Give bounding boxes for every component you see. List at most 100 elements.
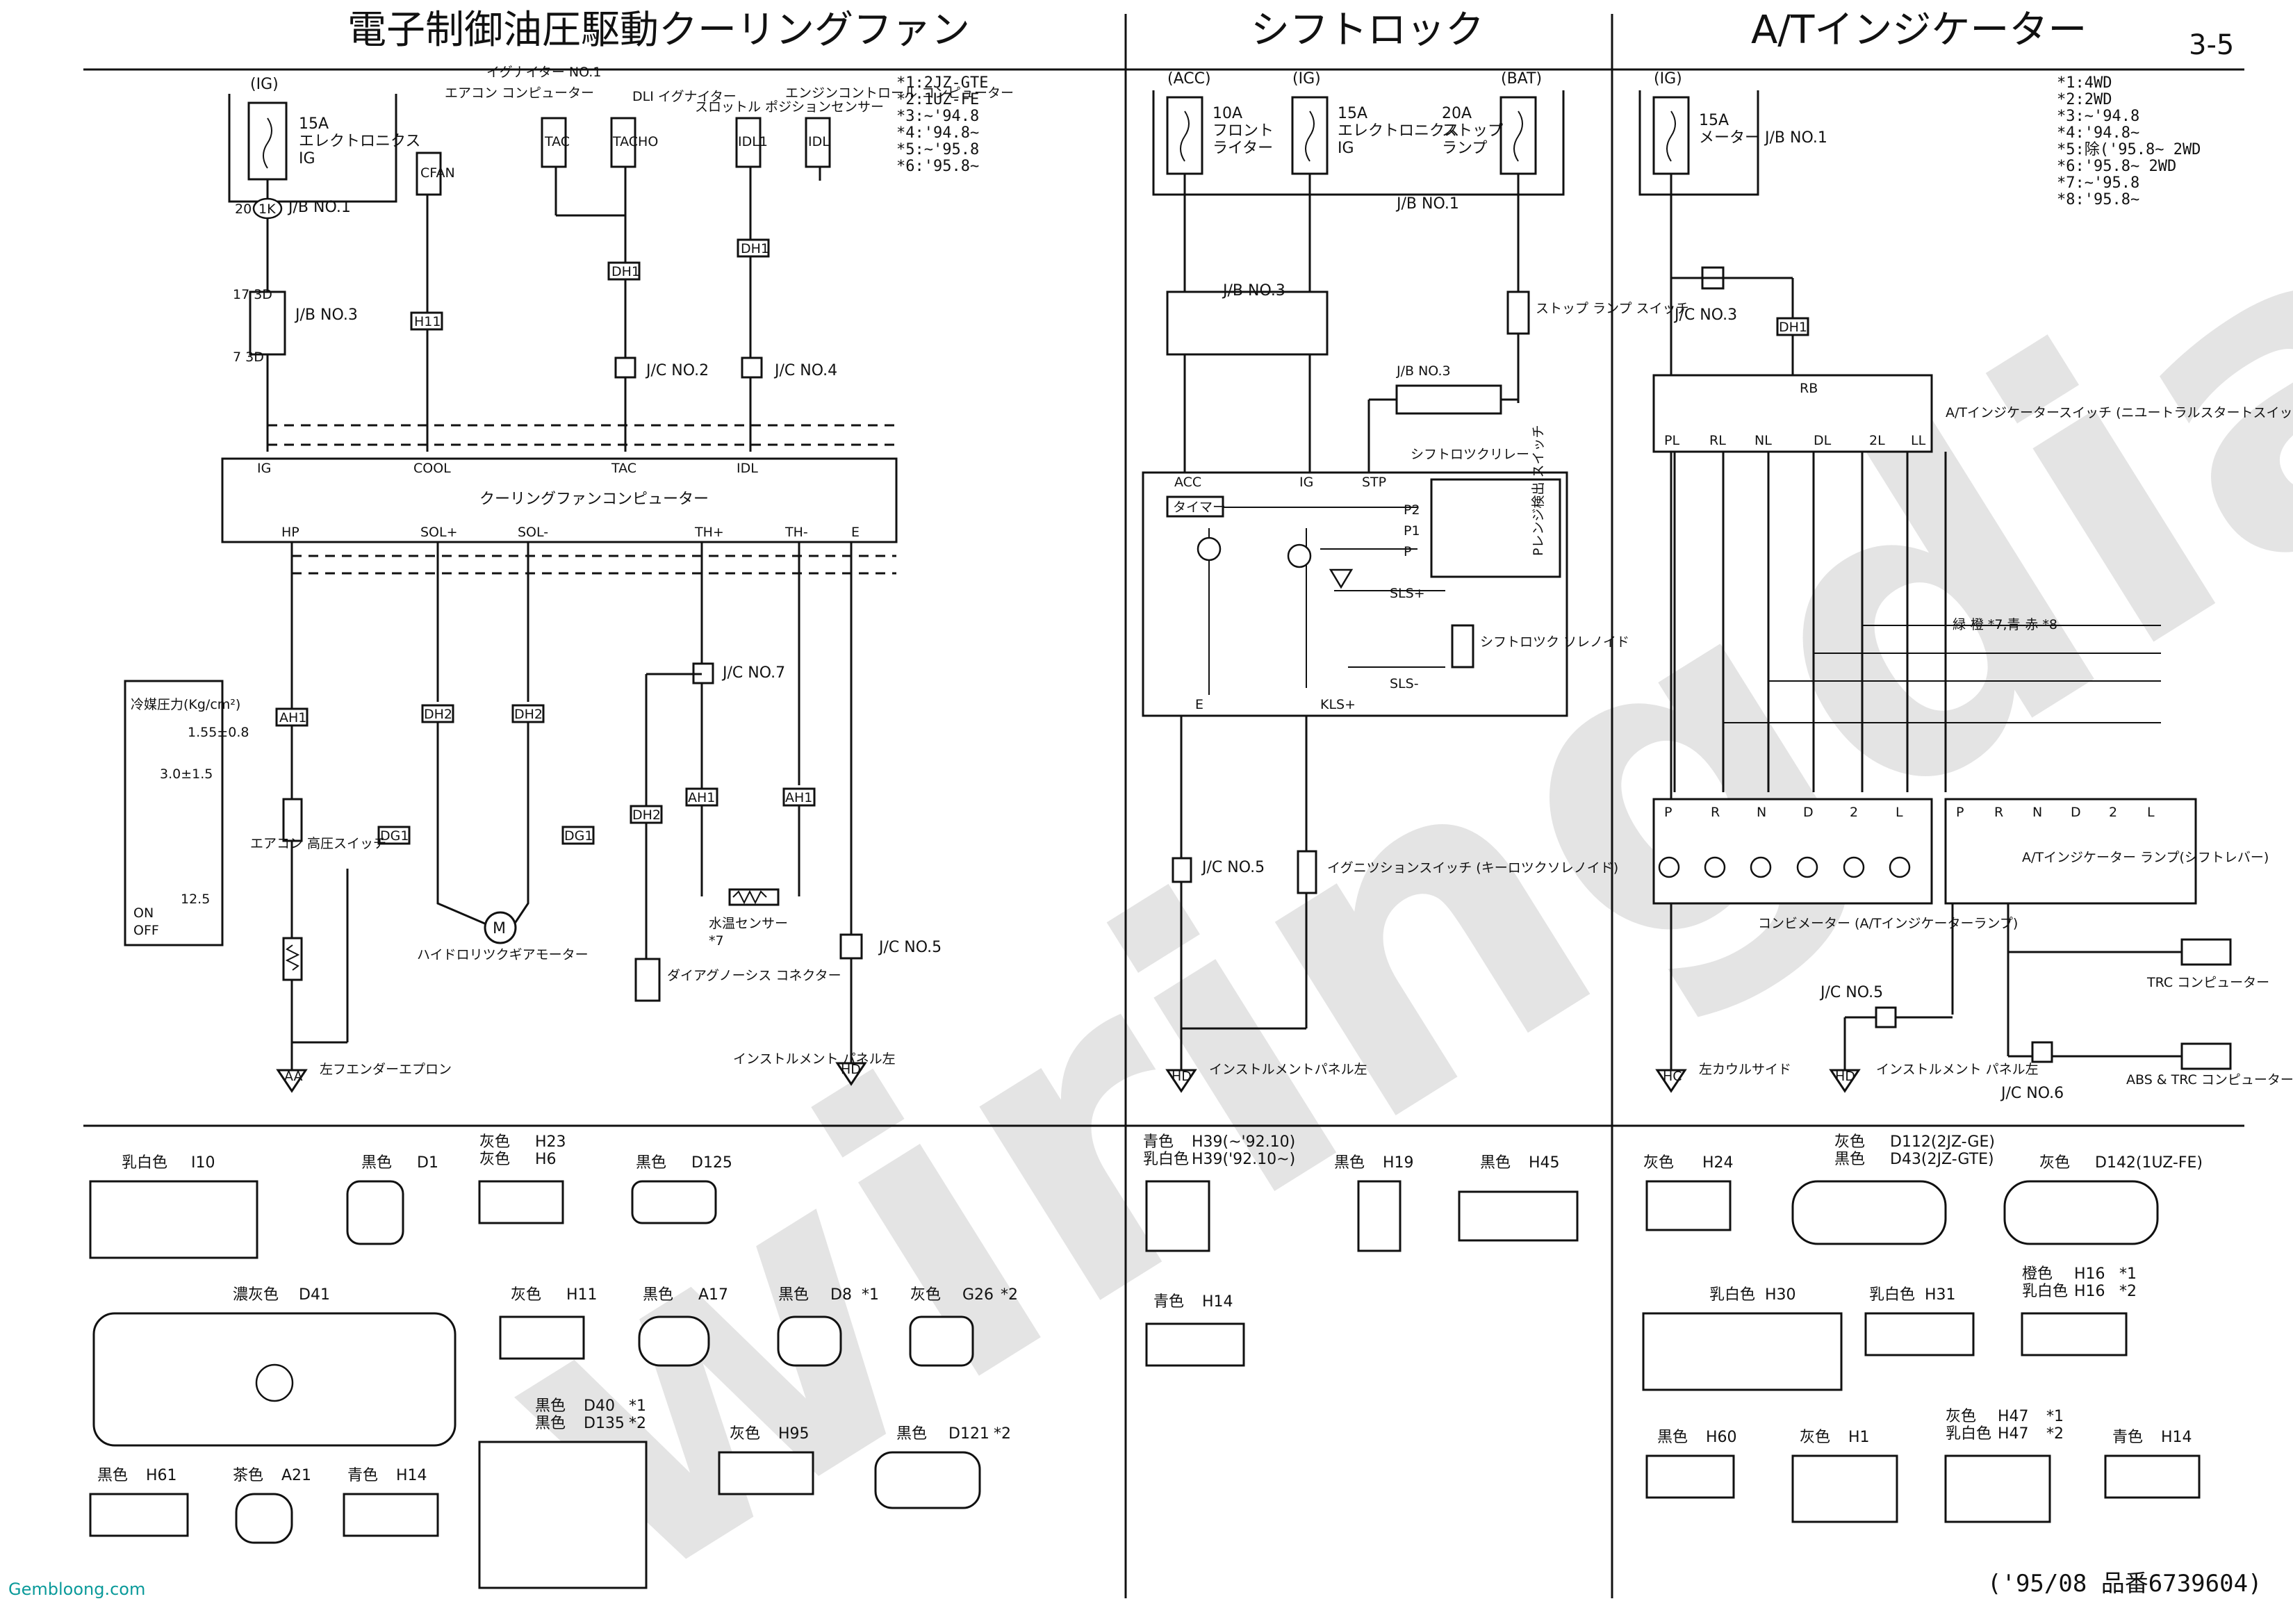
svg-text:7 3D: 7 3D [233,350,264,365]
shift-lock-circuit: (ACC) (IG) (BAT) 10A フロント ライター 15A エレクトロ… [1142,70,1689,1093]
connector-h23 [478,1180,564,1224]
connector-a17 [638,1315,710,1367]
svg-text:15A: 15A [299,115,329,133]
svg-text:青色: 青色 [347,1467,378,1484]
connector-h47 [1944,1454,2051,1523]
svg-text:(IG): (IG) [1292,70,1321,88]
svg-text:灰色: 灰色 [1643,1154,1674,1172]
solenoid-icon [1451,624,1474,669]
svg-text:D8: D8 [830,1286,852,1304]
svg-text:灰色: 灰色 [1834,1133,1865,1151]
svg-text:J/C NO.5: J/C NO.5 [1201,859,1265,876]
svg-text:1.55±0.8: 1.55±0.8 [188,725,249,740]
svg-text:PL: PL [1664,433,1679,448]
svg-text:左フエンダーエプロン: 左フエンダーエプロン [320,1062,452,1077]
fuse-15a-icon [247,101,288,181]
connector-h45 [1458,1190,1579,1242]
svg-text:D1: D1 [417,1154,438,1172]
svg-text:H39('92.10~): H39('92.10~) [1192,1151,1295,1168]
svg-text:*3:~'94.8: *3:~'94.8 [896,108,979,125]
svg-text:TH+: TH+ [694,525,724,540]
svg-text:J/C NO.5: J/C NO.5 [878,939,942,956]
svg-text:*2: *2 [2119,1283,2137,1300]
svg-text:A21: A21 [281,1467,311,1484]
svg-text:乳白色: 乳白色 [122,1154,167,1172]
connector-h14 [343,1493,439,1537]
svg-text:IDL: IDL [737,461,758,476]
svg-text:P1: P1 [1404,523,1420,539]
connector-d121 [874,1451,981,1509]
svg-text:12.5: 12.5 [181,892,210,907]
svg-text:DH2: DH2 [632,807,661,823]
svg-text:D: D [2071,805,2081,820]
ground-aa-icon [276,1069,308,1093]
svg-text:インストルメント パネル左: インストルメント パネル左 [733,1051,896,1067]
svg-text:2: 2 [1850,805,1858,820]
connector-h61 [89,1493,189,1537]
connector-h95 [718,1451,814,1495]
svg-text:DH2: DH2 [514,707,543,722]
connector-h30 [1642,1312,1843,1391]
connector-a21 [235,1493,293,1544]
svg-text:コンビメーター (A/Tインジケーターランプ): コンビメーター (A/Tインジケーターランプ) [1758,916,2018,931]
svg-text:乳白色: 乳白色 [2022,1283,2068,1300]
svg-text:HC: HC [1663,1069,1682,1084]
svg-text:黒色: 黒色 [1334,1154,1365,1172]
svg-text:IG: IG [1299,475,1313,490]
idl1-box [735,117,762,168]
connector-h39 [1145,1180,1210,1252]
svg-text:DG1: DG1 [564,828,593,844]
svg-text:濃灰色: 濃灰色 [233,1286,279,1304]
svg-text:J/B NO.1: J/B NO.1 [287,199,351,216]
svg-text:DH1: DH1 [1779,320,1807,335]
svg-text:黒色: 黒色 [1480,1154,1511,1172]
svg-text:J/C NO.3: J/C NO.3 [1673,306,1737,324]
svg-text:A17: A17 [698,1286,728,1304]
svg-text:10A: 10A [1213,105,1242,122]
fuse-source-ig: (IG) [250,76,279,93]
svg-text:J/B NO.1: J/B NO.1 [1764,129,1827,147]
label-engine-computer: エンジンコントロール コンピューター [785,85,1014,101]
connector-i10 [89,1180,258,1259]
svg-text:HD: HD [1172,1069,1192,1084]
connector-h60 [1645,1454,1735,1499]
pressure-graph [124,680,224,946]
svg-text:*2: *2 [629,1415,646,1432]
svg-text:P: P [1404,544,1411,559]
svg-text:灰色: 灰色 [479,1133,510,1151]
svg-text:ストップ ランプ スイッチ: ストップ ランプ スイッチ [1536,301,1689,316]
svg-text:20A: 20A [1442,105,1472,122]
svg-text:DL: DL [1814,433,1832,448]
cfan-box [416,151,442,196]
svg-text:TAC: TAC [611,461,636,476]
svg-text:TACHO: TACHO [612,134,658,149]
cooling-fan-computer [221,457,898,543]
stop-lamp-switch [1506,290,1530,335]
svg-text:J/C NO.2: J/C NO.2 [645,362,709,379]
section-title-shift-lock: シフトロック [1251,8,1484,53]
svg-text:水温センサー: 水温センサー [709,916,788,931]
svg-text:Pレンジ検出 スイッチ: Pレンジ検出 スイッチ [1531,425,1546,557]
svg-text:黒色: 黒色 [1657,1429,1688,1446]
svg-text:CFAN: CFAN [420,165,455,181]
svg-text:SOL+: SOL+ [420,525,458,540]
svg-text:I10: I10 [191,1154,215,1172]
page-number: 3-5 [2189,29,2234,61]
svg-text:黒色: 黒色 [361,1154,392,1172]
svg-text:IDL: IDL [808,134,830,149]
svg-text:ライター: ライター [1213,140,1273,157]
svg-text:青色: 青色 [1153,1293,1184,1311]
notes-at: *1:4WD *2:2WD *3:~'94.8 *4:'94.8~ *5:除('… [2057,74,2201,208]
svg-text:*7:~'95.8: *7:~'95.8 [2057,174,2139,192]
ignition-switch [1297,850,1317,894]
svg-text:L: L [1896,805,1903,820]
svg-text:H11: H11 [566,1286,598,1304]
svg-text:J/C NO.4: J/C NO.4 [773,362,837,379]
connector-d8 [777,1315,842,1367]
svg-text:N: N [2032,805,2042,820]
connector-h14-shift [1145,1322,1245,1367]
svg-text:N: N [1757,805,1766,820]
svg-text:AA: AA [284,1069,303,1084]
svg-text:フロント: フロント [1213,122,1274,140]
svg-text:J/B NO.1: J/B NO.1 [1395,195,1459,213]
